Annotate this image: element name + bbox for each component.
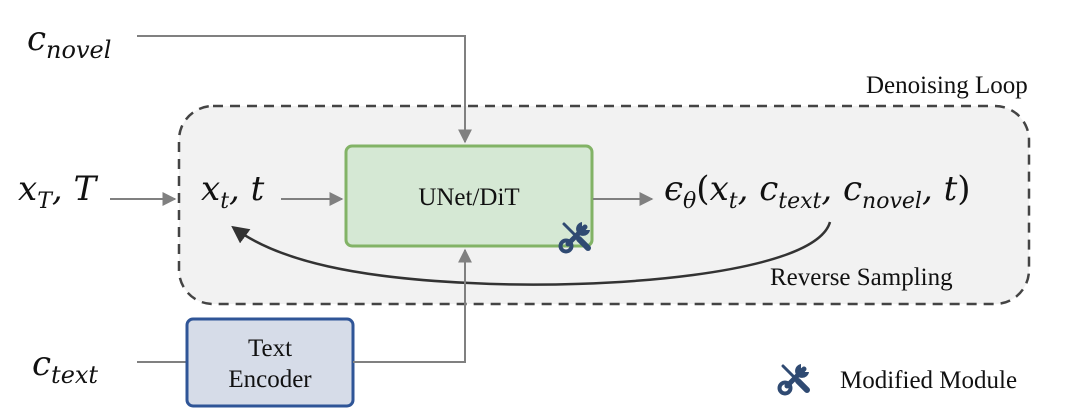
close-paren: ): [957, 169, 970, 209]
legend-modified-module-label: Modified Module: [840, 367, 1017, 394]
xT-suffix: , T: [52, 169, 99, 209]
arg-x-sub: t: [729, 189, 738, 214]
c-text-base: c: [32, 344, 51, 384]
noise-prediction-output: ϵθ(xt, ctext, cnovel, t): [664, 169, 971, 214]
open-paren: (: [696, 169, 709, 209]
reverse-sampling-label: Reverse Sampling: [770, 264, 953, 291]
legend-modified-module-icon: [780, 364, 810, 394]
c-novel-connector: [137, 35, 472, 144]
denoising-loop-title: Denoising Loop: [866, 72, 1028, 99]
arg-c-text: c: [759, 169, 778, 209]
theta-sub: θ: [683, 189, 696, 214]
xt-suffix: , t: [229, 169, 265, 209]
arg-c-novel-sub: novel: [862, 189, 922, 214]
epsilon-symbol: ϵ: [664, 169, 683, 209]
c-novel-sub: novel: [46, 36, 111, 64]
xT-base: x: [18, 169, 37, 209]
arg-c-text-sub: text: [778, 189, 821, 214]
c-text-sub: text: [51, 361, 98, 389]
comma-1: ,: [738, 169, 760, 209]
c-novel-base: c: [27, 19, 46, 59]
c-text-input: ctext: [32, 344, 98, 389]
xT-sub: T: [37, 189, 54, 214]
text-encoder-label-line2: Encoder: [228, 366, 312, 393]
comma-3: ,: [922, 169, 944, 209]
arg-c-novel: c: [843, 169, 862, 209]
encoder-to-model-connector: [353, 248, 472, 363]
xt-state: xt, t: [201, 169, 265, 214]
xt-base: x: [201, 169, 220, 209]
arg-x: x: [710, 169, 729, 209]
text-encoder-label-line1: Text: [248, 335, 292, 362]
unet-dit-box: [344, 144, 594, 248]
xt-sub: t: [220, 189, 229, 214]
arg-t: t: [944, 169, 958, 209]
xT-input: xT, T: [18, 169, 98, 214]
c-novel-input: cnovel: [27, 19, 111, 64]
comma-2: ,: [821, 169, 843, 209]
unet-dit-label: UNet/DiT: [418, 184, 519, 211]
reverse-sampling-arrow: [231, 221, 832, 286]
